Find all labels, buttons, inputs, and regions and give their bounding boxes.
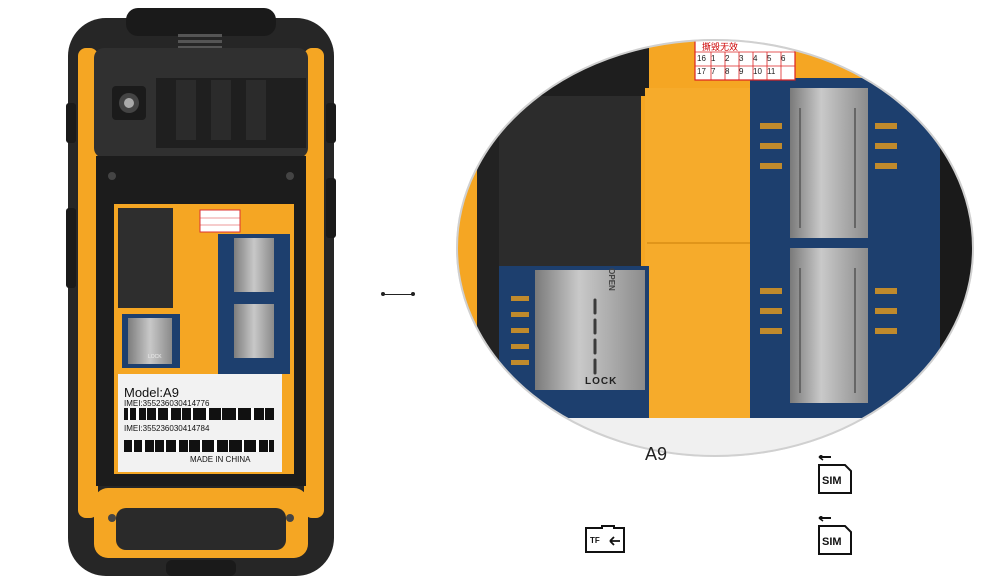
connector-line (383, 294, 413, 295)
sim-slot-1 (234, 238, 274, 292)
screw-icon (286, 514, 294, 522)
tf-card-icon: TF (584, 524, 626, 559)
seal-number: 5 (767, 54, 772, 63)
connector-dot (411, 292, 415, 296)
imei-2-label: IMEI:355236030414784 (124, 424, 210, 433)
seal-number: 16 (697, 54, 706, 63)
zoom-sim-slot-1 (790, 88, 868, 238)
seal-number: 9 (739, 67, 744, 76)
zoom-sim-slot-2 (790, 248, 868, 403)
sim-card-icon: SIM (815, 453, 855, 500)
sim-card-icon: SIM (815, 514, 855, 561)
bottom-bumper (166, 560, 236, 576)
seal-number: 17 (697, 67, 706, 76)
seal-text: 撕毁无效 (702, 42, 739, 52)
top-bumper (126, 8, 276, 36)
connector-dot (381, 292, 385, 296)
warranty-seal (199, 209, 241, 233)
phone-back-photo (66, 8, 336, 576)
orange-side-right (304, 48, 324, 518)
seal-number: 11 (767, 67, 776, 76)
sim-slot-2 (234, 304, 274, 358)
imei-1-label: IMEI:355236030414776 (124, 399, 210, 408)
model-label: Model:A9 (124, 385, 179, 400)
seal-number: 10 (753, 67, 762, 76)
barcode-2 (124, 440, 274, 452)
screw-icon (286, 172, 294, 180)
seal-number: 8 (725, 67, 730, 76)
made-in-label: MADE IN CHINA (190, 455, 251, 464)
barcode-1 (124, 408, 274, 420)
seal-number: 6 (781, 54, 786, 63)
zoom-detail-circle (456, 39, 974, 457)
seal-number: 4 (753, 54, 758, 63)
seal-number: 2 (725, 54, 730, 63)
seal-number: 3 (739, 54, 744, 63)
zoom-model-partial: A9 (645, 444, 668, 464)
zoom-tf-open-label: OPEN (606, 268, 616, 291)
seal-number: 1 (711, 54, 716, 63)
seal-number: 7 (711, 67, 716, 76)
zoom-tf-lock-label: LOCK (585, 376, 618, 387)
tf-lock-label-small: LOCK (148, 354, 162, 360)
tf-slot (128, 318, 172, 364)
zoom-tf-slot (535, 270, 645, 390)
orange-side-left (78, 48, 98, 518)
screw-icon (108, 172, 116, 180)
sim-icon-label: SIM (822, 475, 842, 487)
label-sticker (118, 374, 282, 472)
screw-icon (108, 514, 116, 522)
tf-icon-label: TF (590, 536, 600, 545)
sim-icon-label: SIM (822, 536, 842, 548)
